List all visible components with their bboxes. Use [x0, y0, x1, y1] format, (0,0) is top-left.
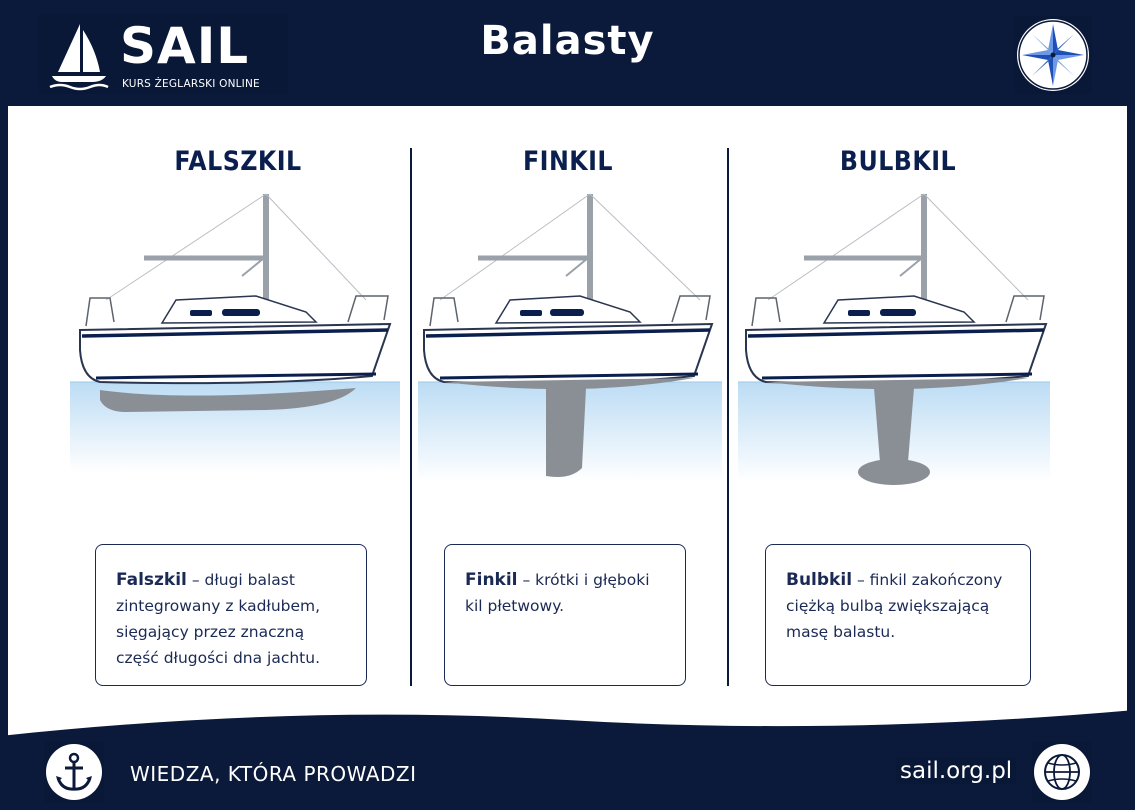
column-heading-finkil: FINKIL: [522, 146, 613, 177]
brand-name: SAIL: [120, 17, 250, 75]
description-card-bulbkil: Bulbkil – finkil zakończony ciężką bulbą…: [765, 544, 1031, 686]
term-bulbkil: Bulbkil: [786, 570, 853, 590]
brand-logo[interactable]: SAIL KURS ŻEGLARSKI ONLINE: [38, 14, 288, 94]
footer-motto: WIEDZA, KTÓRA PROWADZI: [130, 762, 417, 786]
description-card-finkil: Finkil – krótki i głęboki kil płetwowy.: [444, 544, 686, 686]
footer-website-link[interactable]: sail.org.pl: [896, 758, 1017, 784]
compass-rose-icon: [1014, 16, 1092, 94]
column-divider: [727, 148, 729, 686]
column-divider: [410, 148, 412, 686]
sailboat-logo-icon: [49, 24, 109, 91]
description-falszkil: – długi balast zintegrowany z kadłubem, …: [116, 571, 321, 667]
anchor-icon: [44, 742, 104, 802]
column-heading-bulbkil: BULBKIL: [839, 146, 957, 177]
description-bulbkil: – finkil zakończony ciężką bulbą zwiększ…: [786, 571, 1003, 641]
column-heading-falszkil: FALSZKIL: [174, 146, 302, 177]
description-card-falszkil: Falszkil – długi balast zintegrowany z k…: [95, 544, 367, 686]
description-finkil: – krótki i głęboki kil płetwowy.: [465, 571, 650, 615]
page-title: Balasty: [480, 18, 655, 64]
brand-tagline: KURS ŻEGLARSKI ONLINE: [122, 78, 260, 90]
falszkil-yacht-illustration: [70, 193, 400, 472]
term-finkil: Finkil: [465, 570, 518, 590]
term-falszkil: Falszkil: [116, 570, 187, 590]
finkil-yacht-illustration: [418, 193, 722, 482]
globe-icon[interactable]: [1032, 742, 1092, 802]
footer-wave: [0, 710, 1135, 810]
bulbkil-yacht-illustration: [738, 193, 1050, 485]
header-bar: SAIL KURS ŻEGLARSKI ONLINE Balasty: [0, 0, 1135, 106]
